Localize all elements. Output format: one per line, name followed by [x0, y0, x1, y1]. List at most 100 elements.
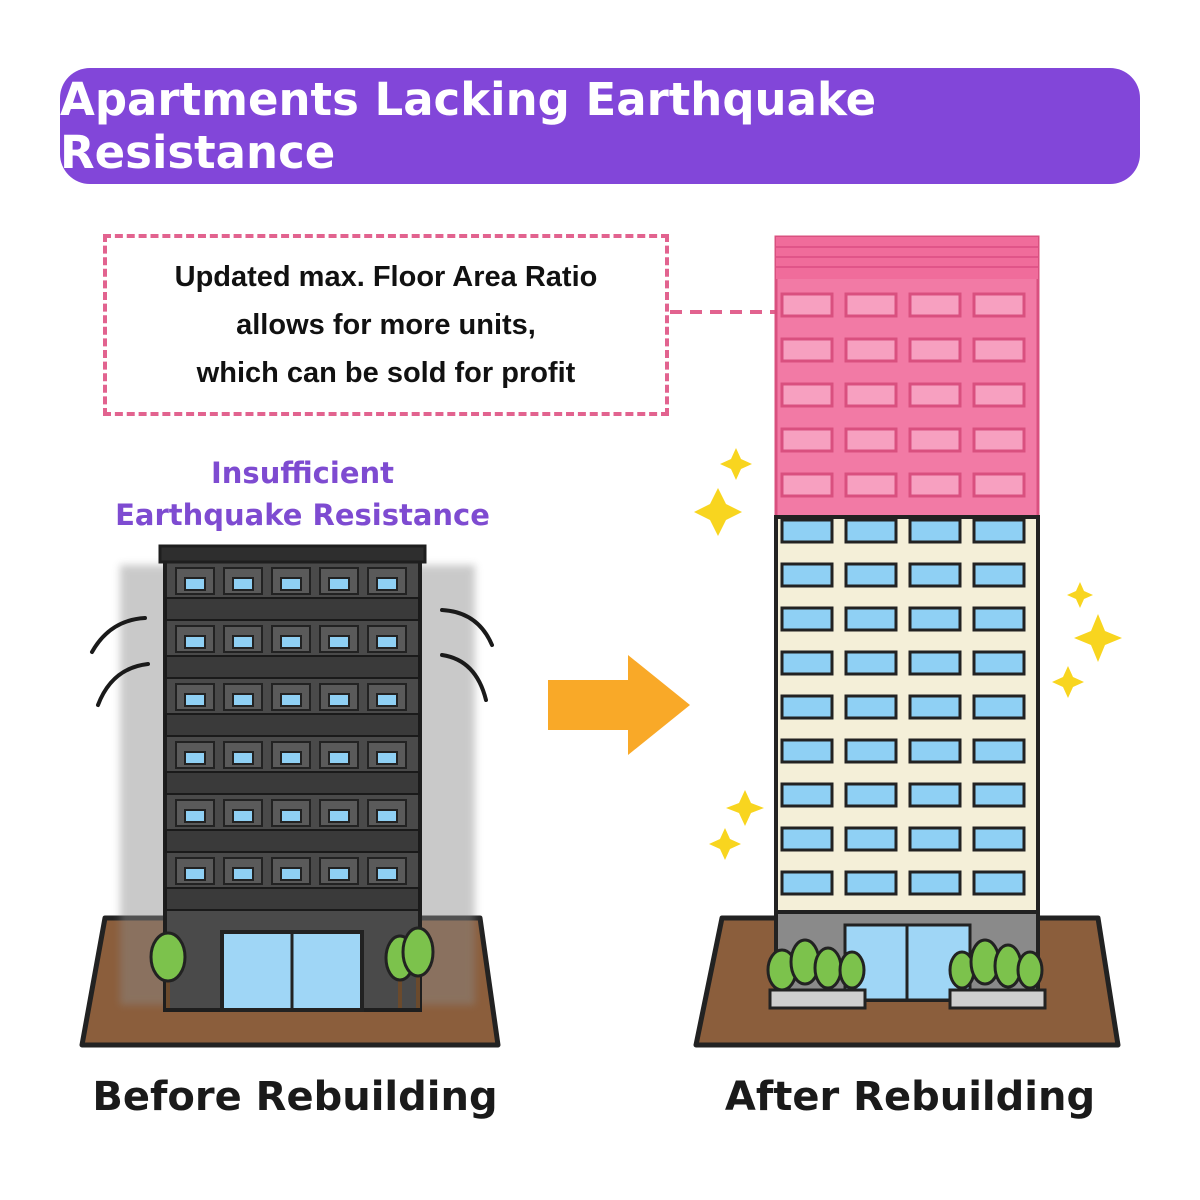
new-window	[972, 826, 1026, 852]
added-window	[908, 427, 962, 453]
old-window	[328, 635, 350, 649]
new-window	[780, 826, 834, 852]
new-window	[972, 782, 1026, 808]
old-window	[376, 693, 398, 707]
new-window	[908, 870, 962, 896]
new-window	[908, 562, 962, 588]
new-window	[844, 694, 898, 720]
new-window	[844, 650, 898, 676]
old-window	[280, 751, 302, 765]
new-window	[972, 694, 1026, 720]
old-window	[280, 577, 302, 591]
old-window	[328, 751, 350, 765]
old-window	[328, 867, 350, 881]
old-window	[376, 577, 398, 591]
old-balcony	[165, 829, 420, 853]
old-building-roof	[158, 544, 427, 564]
old-window	[184, 809, 206, 823]
old-window	[184, 693, 206, 707]
new-window	[972, 738, 1026, 764]
new-window	[844, 518, 898, 544]
old-balcony	[165, 655, 420, 679]
added-window	[844, 382, 898, 408]
insufficient-line-2: Earthquake Resistance	[115, 498, 490, 532]
old-window	[280, 809, 302, 823]
added-window	[780, 382, 834, 408]
new-window	[908, 650, 962, 676]
new-window	[972, 562, 1026, 588]
page-title: Apartments Lacking Earthquake Resistance	[60, 73, 877, 179]
tree-icon	[766, 938, 867, 1010]
insufficient-resistance-label: Insufficient Earthquake Resistance	[100, 452, 505, 536]
new-window	[844, 782, 898, 808]
old-window	[232, 693, 254, 707]
new-window	[908, 694, 962, 720]
new-window	[844, 562, 898, 588]
new-window	[844, 826, 898, 852]
added-window	[972, 472, 1026, 498]
new-window	[908, 518, 962, 544]
old-window	[184, 635, 206, 649]
new-window	[908, 738, 962, 764]
new-window	[780, 562, 834, 588]
callout-line-2: allows for more units,	[236, 309, 536, 341]
old-window	[184, 867, 206, 881]
before-caption: Before Rebuilding	[92, 1074, 498, 1120]
added-window	[908, 472, 962, 498]
added-window	[972, 427, 1026, 453]
new-window	[844, 606, 898, 632]
new-window	[780, 694, 834, 720]
added-window	[908, 292, 962, 318]
added-window	[972, 292, 1026, 318]
old-window	[280, 635, 302, 649]
callout-line-3: which can be sold for profit	[196, 357, 576, 389]
tree-icon	[948, 938, 1047, 1010]
old-window	[232, 867, 254, 881]
new-window	[780, 870, 834, 896]
added-window	[780, 427, 834, 453]
old-building-floors	[165, 567, 420, 911]
old-balcony	[165, 597, 420, 621]
new-window	[972, 606, 1026, 632]
old-balcony	[165, 887, 420, 911]
old-window	[376, 809, 398, 823]
after-building	[693, 235, 1122, 1048]
old-window	[184, 577, 206, 591]
new-window	[972, 870, 1026, 896]
added-floors-windows	[780, 292, 1026, 498]
new-window	[780, 518, 834, 544]
before-building	[79, 544, 501, 1048]
added-window	[844, 472, 898, 498]
old-window	[232, 635, 254, 649]
added-window	[972, 382, 1026, 408]
added-window	[844, 427, 898, 453]
added-window	[972, 337, 1026, 363]
old-window	[328, 809, 350, 823]
old-balcony	[165, 713, 420, 737]
added-window	[908, 382, 962, 408]
old-window	[184, 751, 206, 765]
old-window	[232, 809, 254, 823]
new-window	[844, 870, 898, 896]
new-window	[844, 738, 898, 764]
old-window	[328, 577, 350, 591]
insufficient-line-1: Insufficient	[211, 456, 394, 490]
old-window	[232, 751, 254, 765]
old-window	[232, 577, 254, 591]
arrow-right-icon	[548, 655, 690, 755]
old-window	[376, 751, 398, 765]
added-window	[780, 472, 834, 498]
title-banner: Apartments Lacking Earthquake Resistance	[60, 68, 1140, 184]
new-window	[780, 782, 834, 808]
new-window	[908, 826, 962, 852]
added-window	[844, 337, 898, 363]
tree-icon	[384, 926, 435, 1008]
callout-line-1: Updated max. Floor Area Ratio	[174, 261, 598, 293]
old-window	[280, 693, 302, 707]
new-window	[780, 650, 834, 676]
new-window	[908, 782, 962, 808]
new-window	[780, 606, 834, 632]
added-window	[780, 292, 834, 318]
added-window	[908, 337, 962, 363]
